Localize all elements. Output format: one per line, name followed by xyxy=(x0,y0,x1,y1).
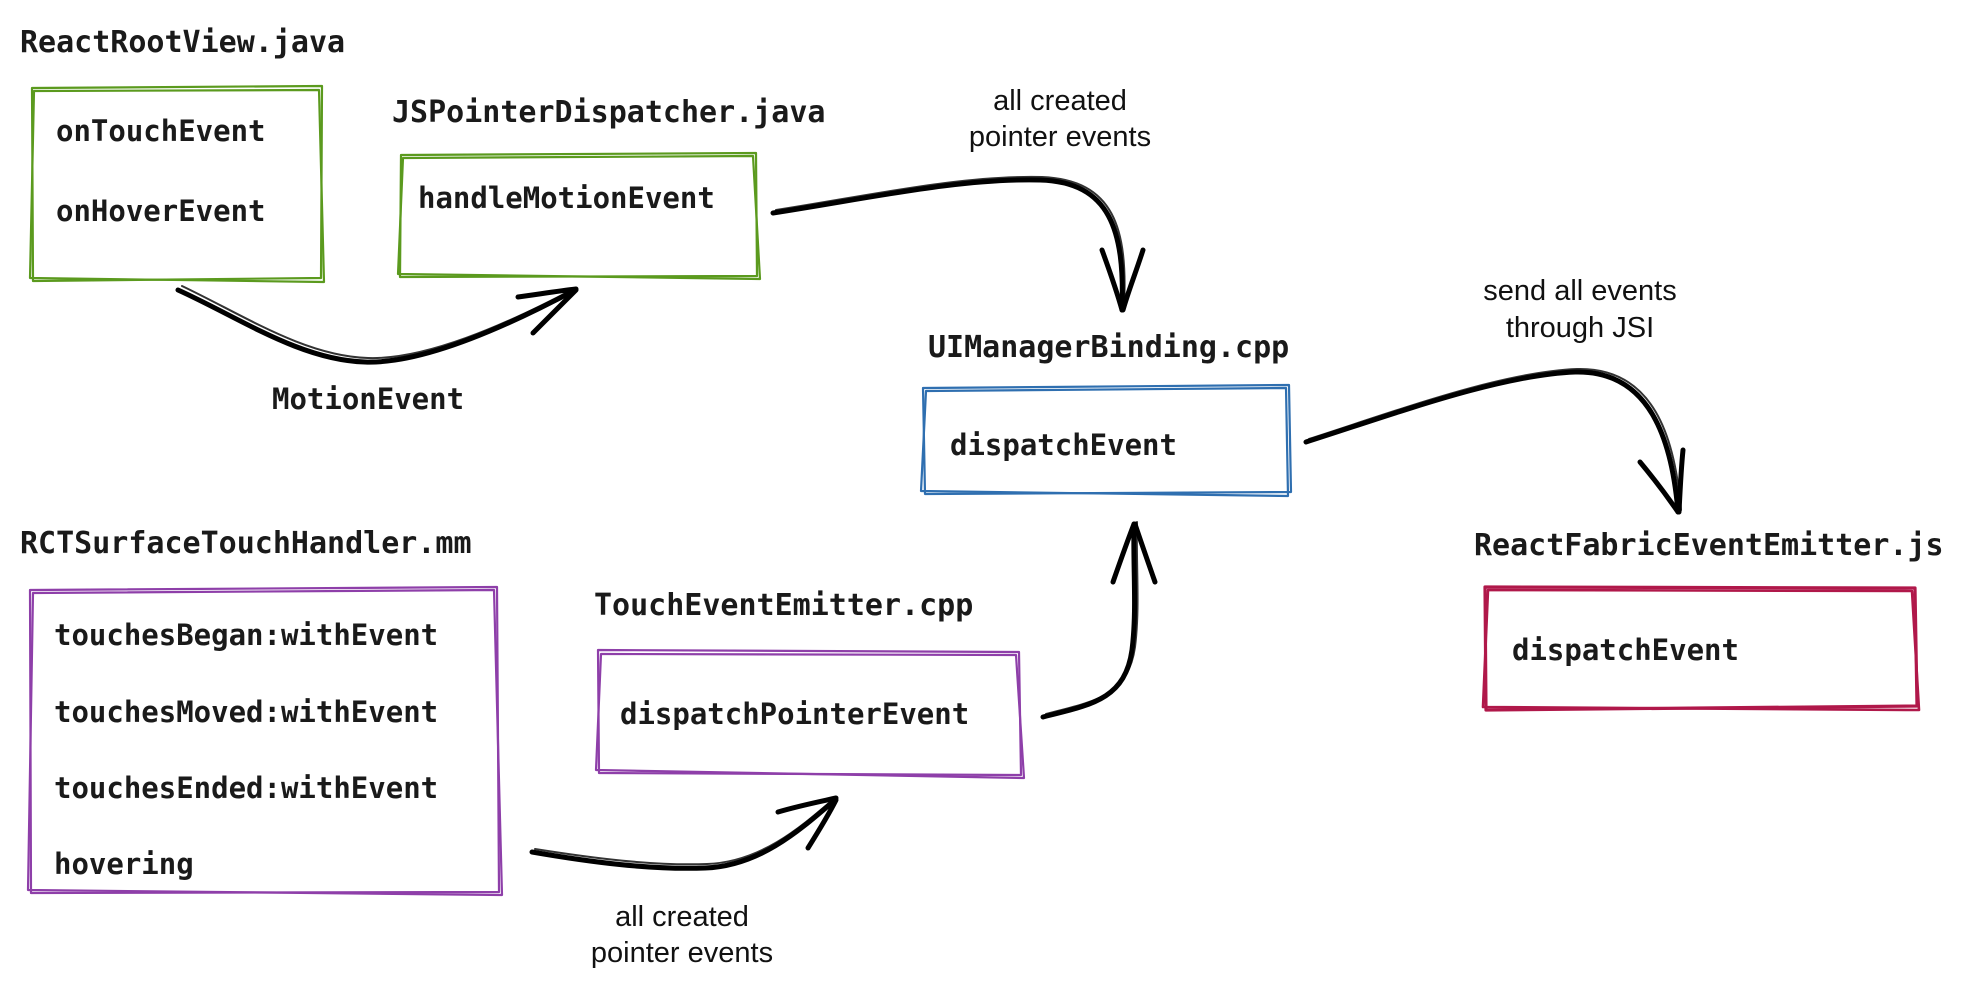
method-dispatch-event-cpp: dispatchEvent xyxy=(950,428,1177,462)
box-rct-surface-touch-handler xyxy=(26,585,504,897)
node-touch-event-emitter: TouchEventEmitter.cpp dispatchPointerEve… xyxy=(594,588,1026,780)
arrow-root-to-dispatcher: MotionEvent xyxy=(175,285,579,416)
edge-label-binding-line-2: through JSI xyxy=(1506,312,1654,344)
box-touch-event-emitter xyxy=(594,648,1026,780)
node-rct-surface-touch-handler: RCTSurfaceTouchHandler.mm touchesBegan:w… xyxy=(20,526,504,897)
method-dispatch-event-js: dispatchEvent xyxy=(1512,633,1739,667)
node-react-root-view: ReactRootView.java onTouchEvent onHoverE… xyxy=(20,25,345,284)
box-react-fabric-event-emitter xyxy=(1481,585,1921,712)
edge-label-handler-line-1: all created xyxy=(615,901,749,933)
method-dispatch-pointer-event: dispatchPointerEvent xyxy=(620,697,969,731)
box-react-root-view xyxy=(28,84,326,284)
arrow-dispatcher-to-binding: all created pointer events xyxy=(770,85,1151,313)
file-title-react-fabric-event-emitter: ReactFabricEventEmitter.js xyxy=(1474,528,1944,563)
file-title-js-pointer-dispatcher: JSPointerDispatcher.java xyxy=(392,95,825,130)
file-title-ui-manager-binding: UIManagerBinding.cpp xyxy=(928,330,1289,365)
box-ui-manager-binding xyxy=(919,383,1293,498)
file-title-rct-surface-touch-handler: RCTSurfaceTouchHandler.mm xyxy=(20,526,472,561)
method-touches-ended: touchesEnded:withEvent xyxy=(54,771,438,805)
method-hovering: hovering xyxy=(54,847,194,881)
edge-label-motion-event: MotionEvent xyxy=(272,382,464,416)
file-title-react-root-view: ReactRootView.java xyxy=(20,25,345,60)
node-react-fabric-event-emitter: ReactFabricEventEmitter.js dispatchEvent xyxy=(1474,528,1944,712)
node-ui-manager-binding: UIManagerBinding.cpp dispatchEvent xyxy=(919,330,1293,498)
method-on-hover-event: onHoverEvent xyxy=(56,194,266,228)
edge-label-dispatcher-line-2: pointer events xyxy=(969,121,1151,153)
edge-label-binding-line-1: send all events xyxy=(1483,275,1676,307)
arrow-handler-to-emitter: all created pointer events xyxy=(529,795,839,969)
edge-label-handler-line-2: pointer events xyxy=(591,937,773,969)
file-title-touch-event-emitter: TouchEventEmitter.cpp xyxy=(594,588,973,623)
method-handle-motion-event: handleMotionEvent xyxy=(418,181,715,215)
method-touches-moved: touchesMoved:withEvent xyxy=(54,695,438,729)
node-js-pointer-dispatcher: JSPointerDispatcher.java handleMotionEve… xyxy=(392,95,825,281)
box-js-pointer-dispatcher xyxy=(396,151,762,281)
method-touches-began: touchesBegan:withEvent xyxy=(54,618,438,652)
arrow-emitter-to-binding xyxy=(1040,521,1158,720)
arrow-binding-to-js: send all events through JSI xyxy=(1303,275,1686,515)
edge-label-dispatcher-line-1: all created xyxy=(993,85,1127,117)
method-on-touch-event: onTouchEvent xyxy=(56,114,266,148)
